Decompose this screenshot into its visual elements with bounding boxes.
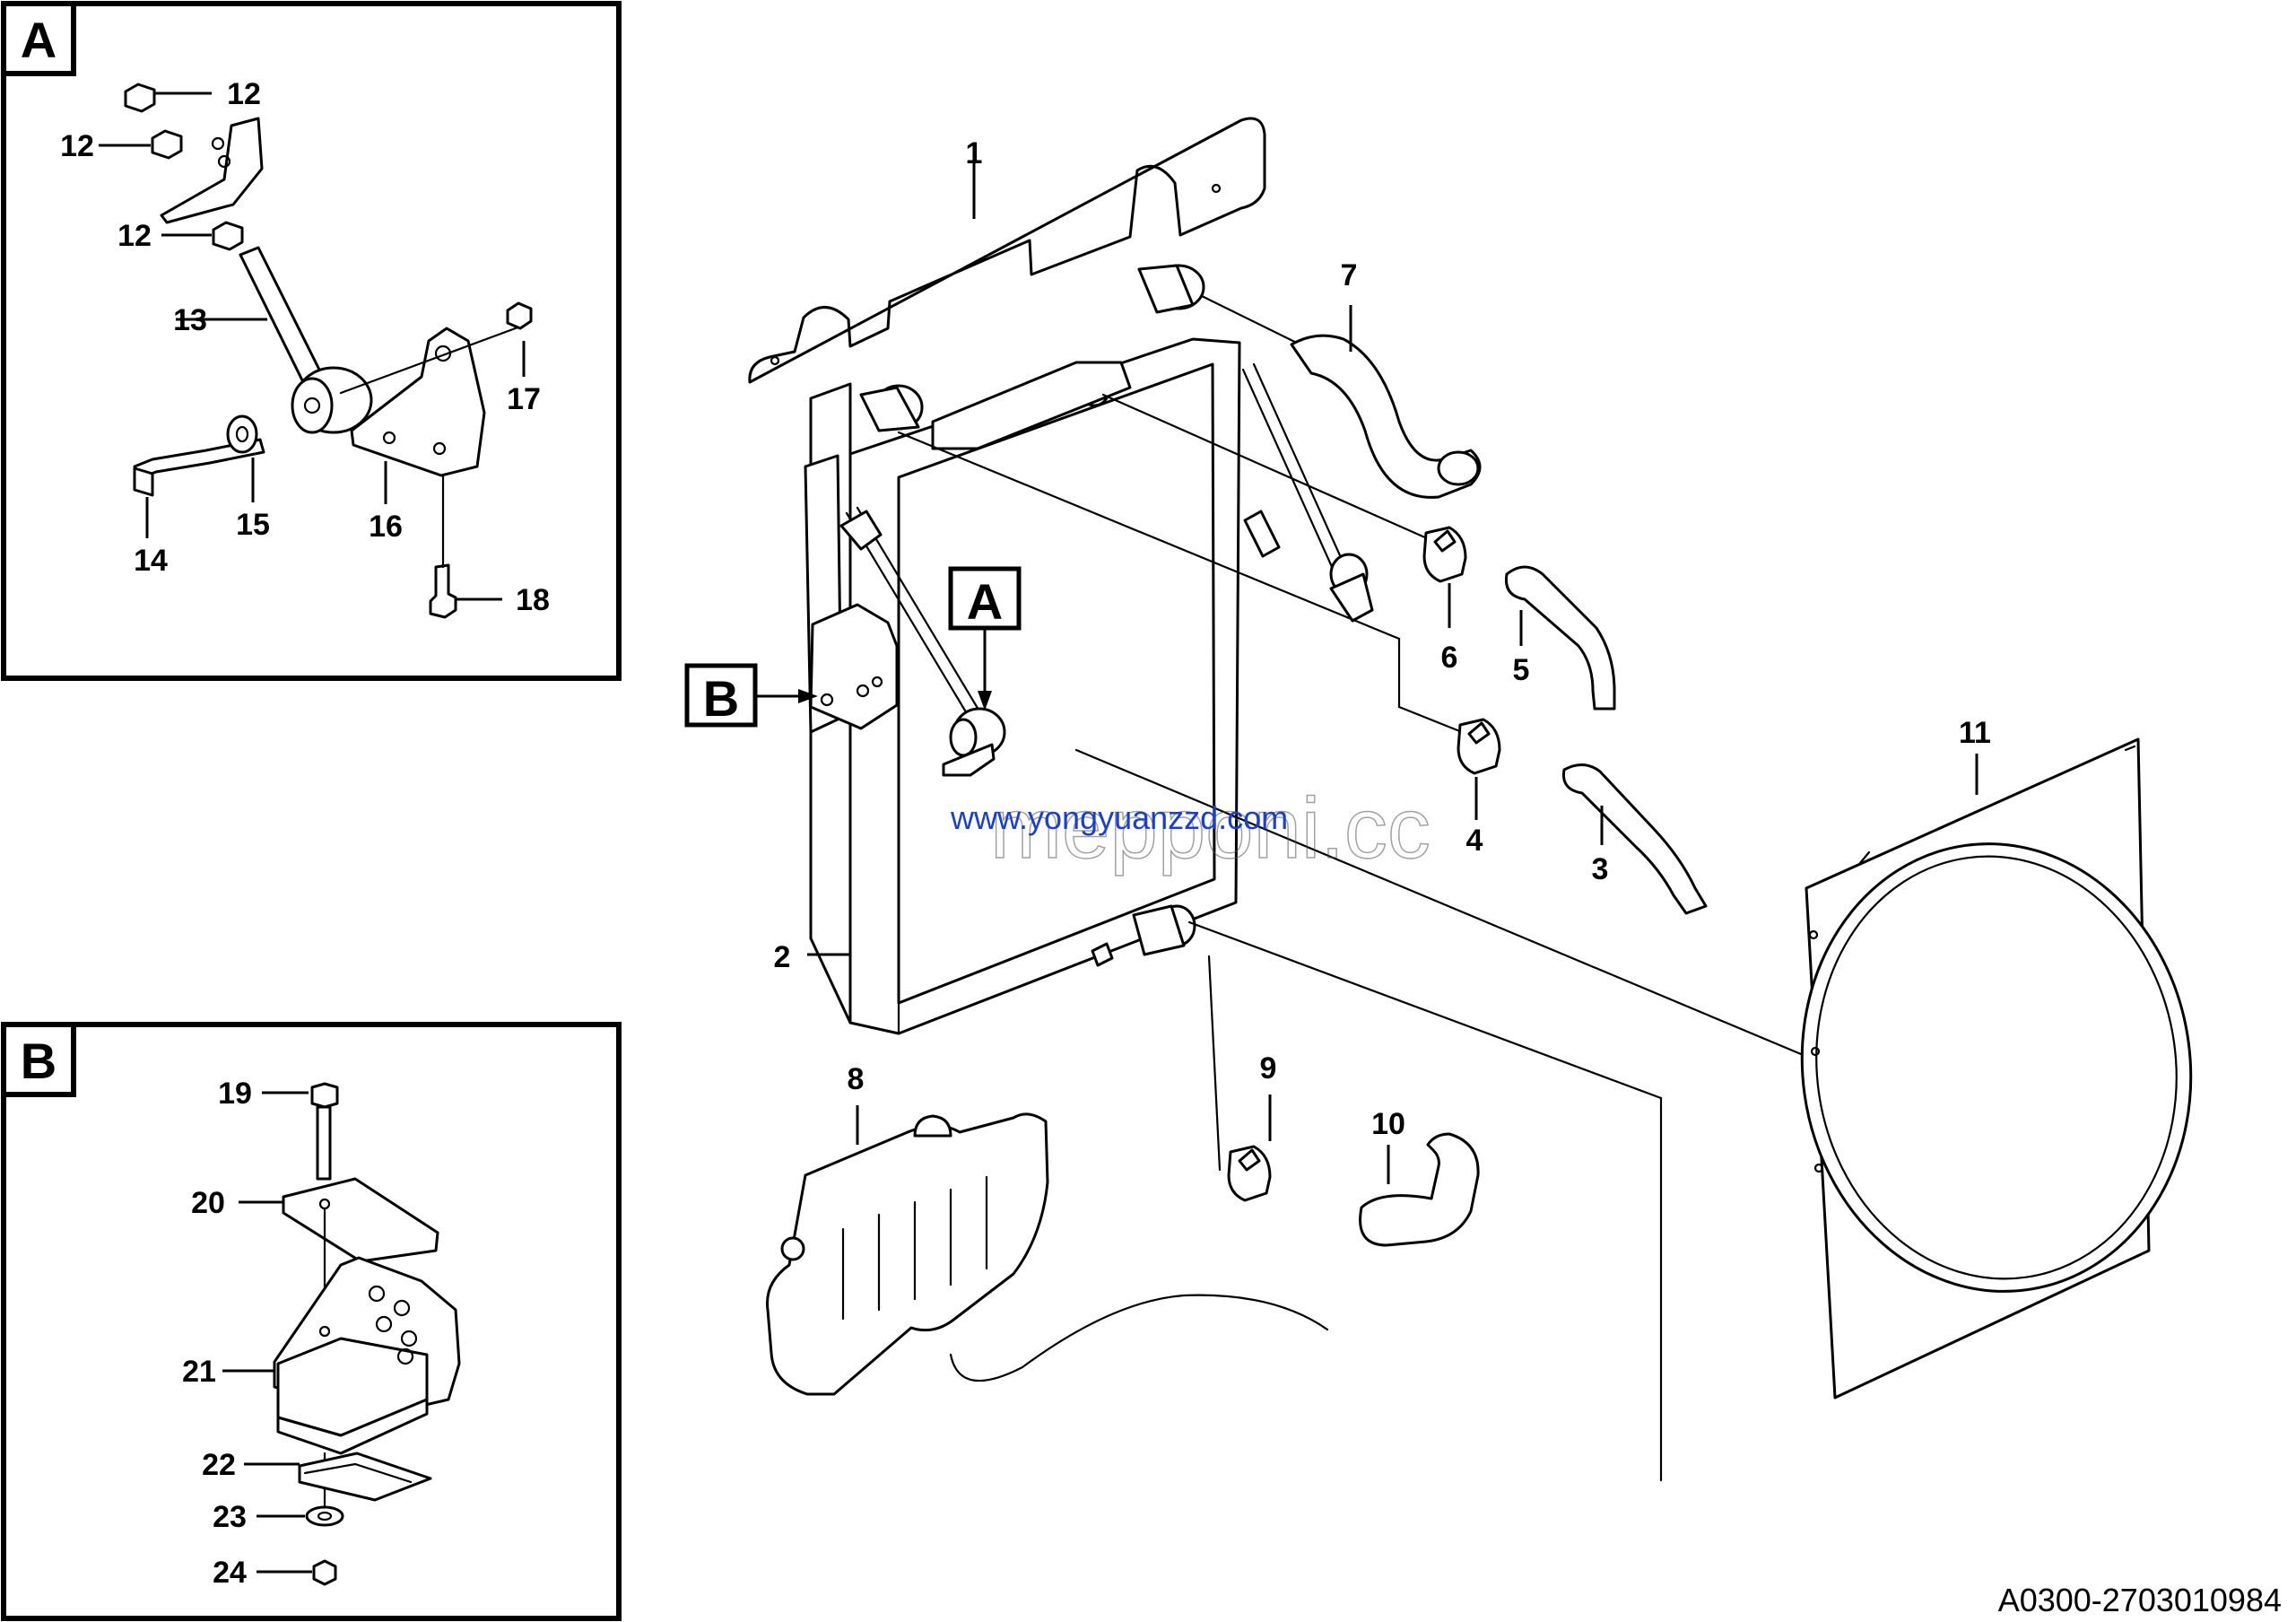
washer-15 [226, 414, 258, 454]
callout-4: 4 [1466, 824, 1483, 858]
hose-3 [1561, 763, 1708, 915]
inset-a-frame [1, 1, 622, 681]
callout-12c: 12 [117, 219, 152, 253]
small-bracket [160, 117, 264, 224]
nut-24 [312, 1559, 337, 1586]
callout-16: 16 [369, 510, 403, 544]
marker-a: A [967, 573, 1003, 630]
inset-b-frame [1, 1022, 622, 1621]
nut-12-top [124, 83, 212, 113]
callout-13: 13 [173, 303, 207, 337]
hose-10 [1359, 1132, 1480, 1247]
callout-23: 23 [213, 1500, 247, 1534]
inset-a-label: A [21, 12, 57, 68]
callout-12a: 12 [227, 77, 261, 111]
watermark-brand: mepponi.cc [990, 780, 1431, 876]
shim-22 [298, 1452, 432, 1502]
callout-12b: 12 [60, 129, 94, 163]
bolt-18 [429, 563, 457, 619]
cover-plate-1 [748, 117, 1266, 384]
watermark-url: www.yongyuanzzd.com [950, 799, 1288, 836]
callout-20: 20 [191, 1186, 225, 1220]
callout-8: 8 [848, 1062, 865, 1096]
rod-13 [239, 246, 325, 388]
callout-5: 5 [1513, 653, 1530, 687]
callout-18: 18 [516, 583, 550, 617]
callout-2: 2 [774, 940, 791, 974]
callout-24: 24 [213, 1556, 247, 1590]
hose-5 [1504, 565, 1616, 711]
callout-14: 14 [134, 544, 168, 578]
callout-3: 3 [1592, 852, 1609, 886]
washer-23 [305, 1505, 344, 1527]
callout-7: 7 [1341, 258, 1358, 292]
marker-b: B [703, 670, 739, 727]
plate-20 [282, 1177, 439, 1263]
callout-11: 11 [1959, 716, 1991, 750]
tank-8 [766, 1112, 1049, 1396]
main-assembly: A B [684, 117, 2193, 1482]
inset-b-label-box [1, 1022, 76, 1097]
callout-10: 10 [1371, 1107, 1405, 1141]
bolt-19 [310, 1082, 339, 1109]
inset-a-label-box [1, 1, 76, 76]
callout-15: 15 [236, 508, 270, 542]
inset-a: A [1, 1, 622, 681]
callout-21: 21 [182, 1355, 216, 1389]
callout-6: 6 [1441, 641, 1458, 675]
callout-9: 9 [1260, 1051, 1277, 1086]
reference-code: A0300-2703010984 [1998, 1582, 2282, 1618]
inset-b: B 19 20 21 22 [1, 1022, 622, 1621]
nut-12-mid [99, 129, 183, 160]
nut-12-low [161, 221, 244, 251]
inset-b-label: B [21, 1033, 57, 1089]
callout-17: 17 [507, 382, 541, 416]
callout-22: 22 [202, 1448, 236, 1482]
callout-19: 19 [218, 1077, 252, 1111]
callout-1: 1 [966, 136, 983, 170]
nut-17 [506, 301, 533, 330]
